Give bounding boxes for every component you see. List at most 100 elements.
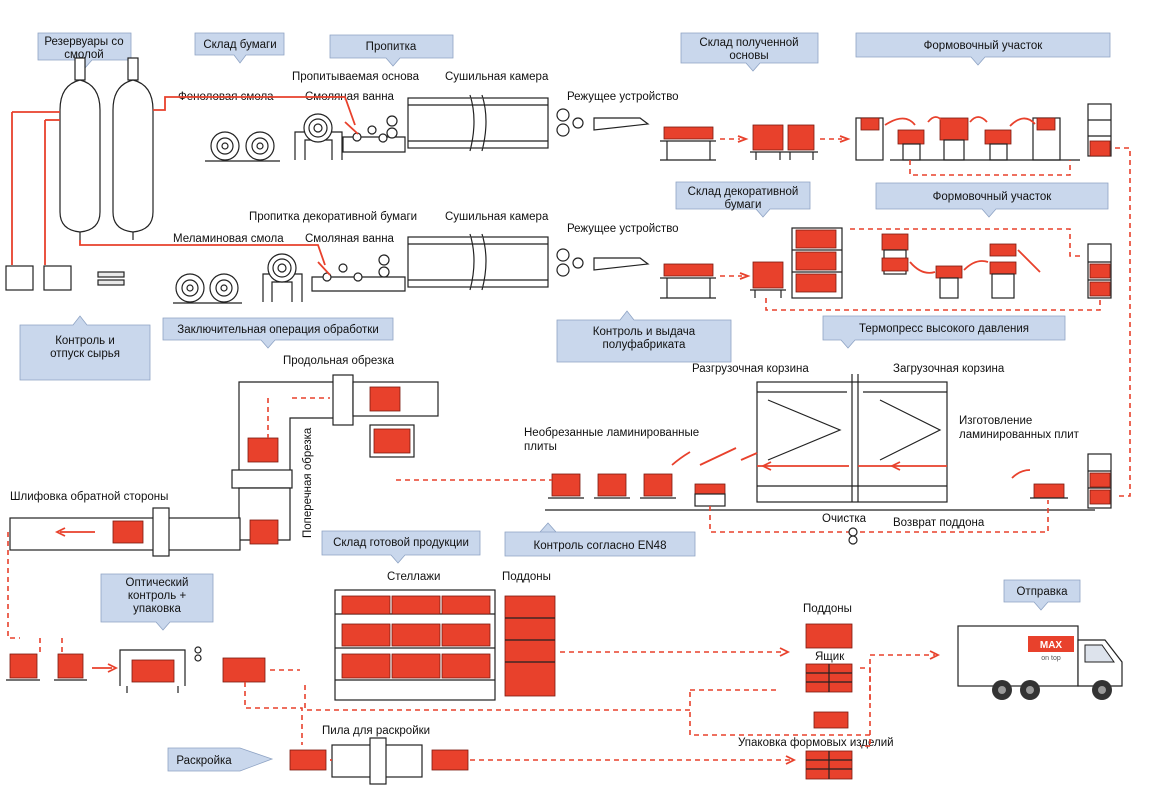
raw-control-box-1 [5, 265, 34, 291]
callout-impregnation-text: Пропитка [366, 41, 417, 53]
base-store-stacks [750, 124, 818, 160]
resin-tank-right [112, 57, 154, 240]
molded-packaging-box [805, 711, 853, 780]
label-resin-bath-1: Смоляная ванна [305, 91, 395, 103]
callout-finished-store: Склад готовой продукции [321, 530, 481, 564]
label-untrimmed-2: плиты [524, 441, 557, 453]
callout-paper-store: Склад бумаги [194, 32, 285, 64]
label-decor-impregnation: Пропитка декоративной бумаги [249, 211, 417, 223]
finished-goods-rack [334, 589, 496, 701]
label-pallet-return: Возврат поддона [893, 517, 985, 529]
resin-bath-1 [342, 115, 406, 153]
conveyor-1 [660, 126, 716, 161]
unwinder-2 [262, 253, 303, 302]
label-cutter-1: Режущее устройство [567, 91, 679, 103]
cleaning-icon [848, 527, 858, 545]
label-untrimmed-1: Необрезанные ламинированные [524, 427, 699, 439]
forming-area-1-output-rack [1087, 103, 1112, 157]
label-pallets-2: Поддоны [803, 603, 852, 615]
callout-cutting: Раскройка [167, 747, 274, 772]
label-racks: Стеллажи [387, 571, 440, 583]
label-unload-basket: Разгрузочная корзина [692, 363, 809, 375]
callout-final-operation-text: Заключительная операция обработки [177, 324, 379, 336]
callout-hp-press-text: Термопресс высокого давления [859, 323, 1029, 335]
optical-control-station [6, 646, 266, 693]
label-back-sanding: Шлифовка обратной стороны [10, 491, 168, 503]
untrimmed-plates [548, 447, 758, 507]
hp-press-frame [756, 374, 948, 503]
paper-roll-group-2 [173, 273, 242, 304]
forming-area-2-output-rack [1087, 243, 1112, 299]
label-manufacturing-2: ламинированных плит [959, 429, 1080, 441]
callout-cutting-text: Раскройка [176, 755, 232, 767]
callout-forming-area-2: Формовочный участок [875, 182, 1109, 218]
callout-paper-store-text: Склад бумаги [203, 39, 276, 51]
raw-control-stack-icon [97, 271, 125, 286]
shipping-pallet [805, 623, 853, 649]
label-box: Ящик [815, 651, 845, 663]
paper-roll-group-1 [205, 131, 280, 162]
callout-shipping: Отправка [1003, 579, 1081, 611]
drying-chamber-2 [407, 233, 549, 291]
callout-shipping-text: Отправка [1016, 586, 1068, 598]
forming-area-2-presses [881, 233, 1041, 299]
label-saw: Пила для раскройки [322, 725, 430, 737]
raw-control-box-2 [43, 265, 72, 291]
label-drying-1: Сушильная камера [445, 71, 549, 83]
trimming-conveyor [231, 374, 439, 545]
callout-forming-area-1: Формовочный участок [855, 32, 1111, 66]
cutter-2 [556, 248, 650, 277]
finished-pallets-stack [504, 595, 556, 697]
callout-forming-2-text: Формовочный участок [933, 191, 1053, 203]
callout-impregnation: Пропитка [329, 34, 454, 67]
forming-area-1-machines [855, 116, 1080, 161]
manufacturing-stack [1011, 453, 1112, 509]
shipping-box [805, 663, 853, 693]
cutting-saw [289, 737, 469, 785]
label-longitudinal-trim: Продольная обрезка [283, 355, 395, 367]
decor-store-stacks [750, 261, 786, 298]
label-manufacturing-1: Изготовление [959, 415, 1032, 427]
callout-en48-text: Контроль согласно EN48 [534, 540, 667, 552]
label-melamine-resin: Меламиновая смола [173, 233, 284, 245]
label-molded-packaging: Упаковка формовых изделий [738, 737, 894, 749]
callout-en48: Контроль согласно EN48 [504, 522, 696, 557]
label-load-basket: Загрузочная корзина [893, 363, 1005, 375]
cutter-1 [556, 108, 650, 137]
label-cutter-2: Режущее устройство [567, 223, 679, 235]
resin-bath-2 [311, 254, 406, 292]
callout-finished-store-text: Склад готовой продукции [333, 537, 469, 549]
label-transverse-trim: Поперечная обрезка [302, 427, 314, 538]
callout-final-operation: Заключительная операция обработки [162, 317, 394, 349]
callout-hp-press: Термопресс высокого давления [822, 315, 1066, 349]
label-pallets-1: Поддоны [502, 571, 551, 583]
decor-store-rack [791, 227, 843, 299]
label-resin-bath-2: Смоляная ванна [305, 233, 395, 245]
label-impregnated-base: Пропитываемая основа [292, 71, 420, 83]
truck-logo: MAX [1040, 640, 1063, 651]
label-drying-2: Сушильная камера [445, 211, 549, 223]
unwinder-1 [294, 113, 343, 160]
label-cleaning: Очистка [822, 513, 867, 525]
drying-chamber-1 [407, 94, 549, 152]
callout-forming-1-text: Формовочный участок [924, 40, 1044, 52]
delivery-truck-icon: MAX on top [957, 625, 1123, 700]
conveyor-2 [660, 263, 716, 299]
truck-slogan: on top [1041, 655, 1061, 662]
sanding-conveyor [9, 507, 241, 557]
resin-tank-left [59, 57, 101, 240]
